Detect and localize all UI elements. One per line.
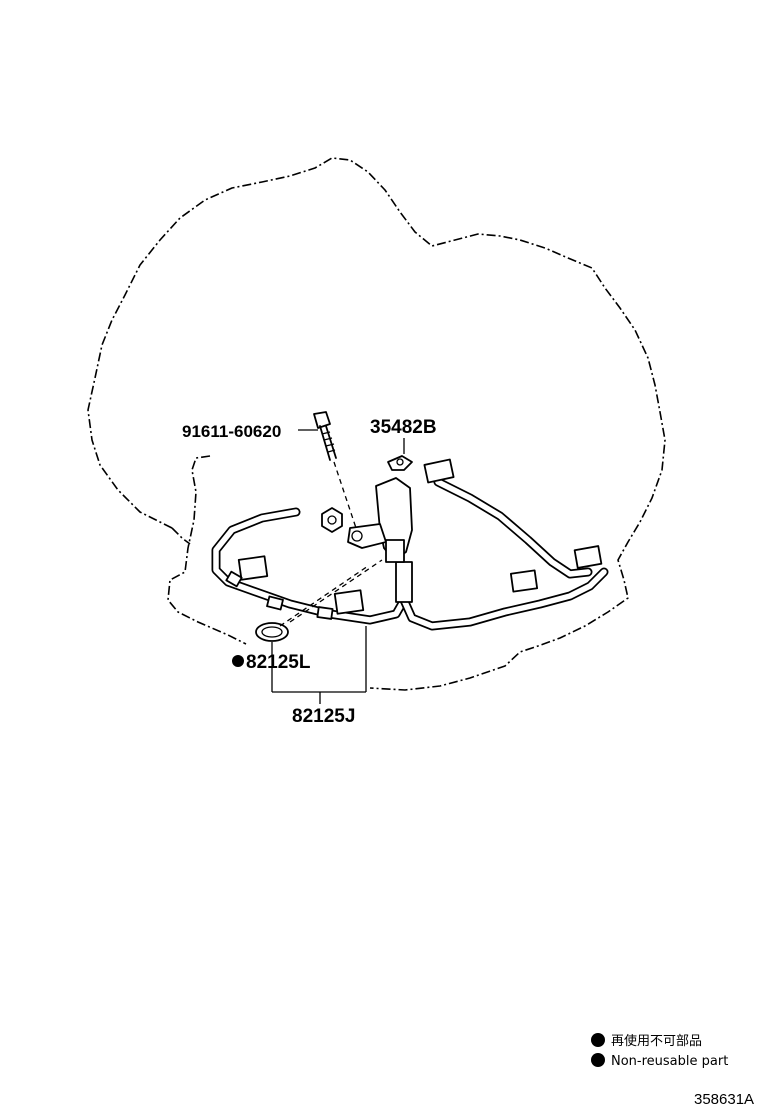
callout-clamp: 35482B (370, 417, 437, 438)
o-ring-part (255, 622, 289, 642)
bolt-part (313, 411, 357, 529)
legend-text-en: Non-reusable part (611, 1054, 728, 1069)
filled-circle-icon (591, 1053, 605, 1067)
callout-harness: 82125J (292, 706, 355, 727)
speed-sensor (347, 477, 413, 563)
legend-text-jp: 再使用不可部品 (611, 1033, 702, 1049)
callout-bolt: 91611-60620 (182, 422, 281, 441)
leader-lines (271, 429, 405, 704)
sensor-mount (321, 507, 343, 533)
figure-id: 358631A (694, 1091, 754, 1108)
filled-circle-icon (591, 1033, 605, 1047)
callout-oring: 82125L (246, 652, 311, 673)
non-reusable-marker-icon (232, 655, 244, 667)
legend: 再使用不可部品 Non-reusable part (591, 1033, 728, 1069)
wire-harness-assembly (211, 458, 609, 631)
alignment-line (289, 559, 383, 623)
transmission-housing-outline (87, 157, 666, 691)
clamp-part (387, 455, 413, 471)
